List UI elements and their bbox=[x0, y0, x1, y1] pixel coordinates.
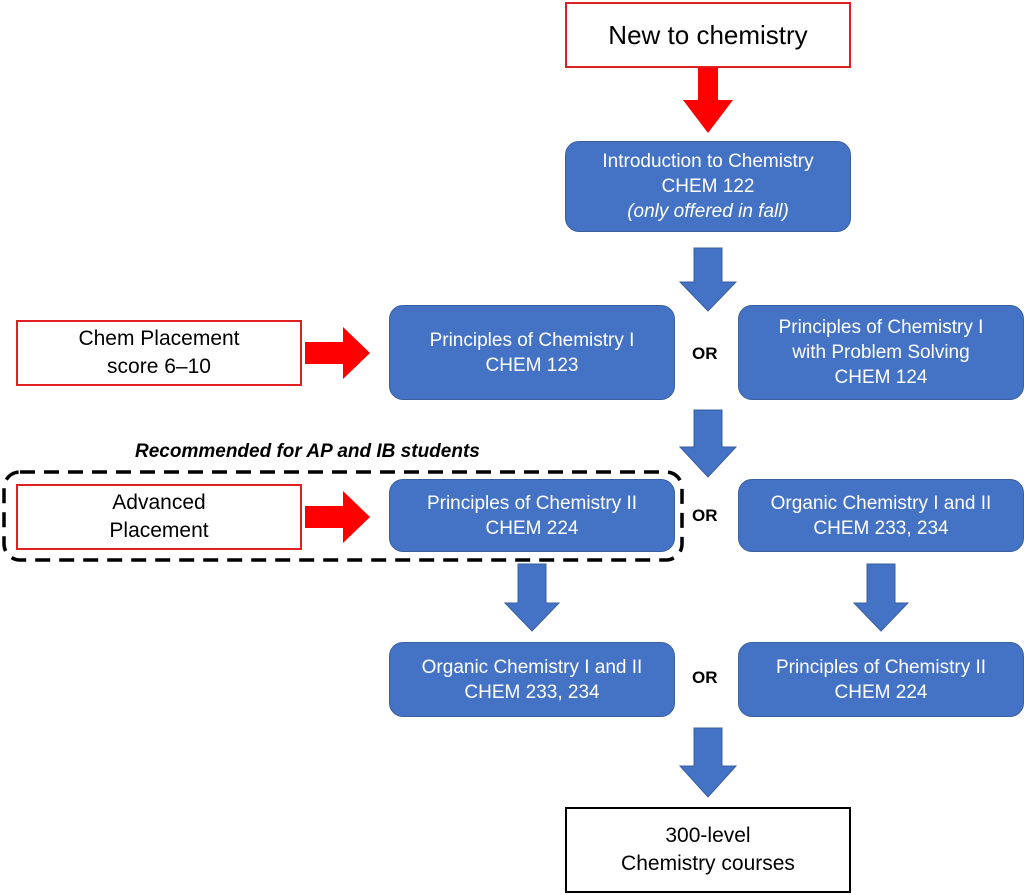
recommended-dashed-region bbox=[2, 470, 684, 562]
chem-placement-box: Chem Placement score 6–10 bbox=[16, 320, 302, 386]
principles-1-ps-box: Principles of Chemistry I with Problem S… bbox=[738, 305, 1024, 400]
organic-bottom-code: CHEM 233, 234 bbox=[464, 681, 600, 703]
blue-down-arrow-4 bbox=[852, 563, 910, 632]
advanced-line1: Advanced bbox=[112, 491, 206, 514]
red-right-arrow-1 bbox=[305, 327, 370, 379]
principles-1-ps-title: Principles of Chemistry I bbox=[778, 317, 984, 338]
intro-note: (only offered in fall) bbox=[627, 201, 789, 222]
final-line2: Chemistry courses bbox=[621, 852, 795, 875]
intro-code: CHEM 122 bbox=[661, 176, 755, 197]
recommended-banner: Recommended for AP and IB students bbox=[135, 441, 480, 462]
advanced-line2: Placement bbox=[109, 519, 209, 542]
intro-chemistry-box: Introduction to Chemistry CHEM 122 (only… bbox=[565, 141, 851, 232]
principles-1-ps-subtitle: with Problem Solving bbox=[792, 342, 970, 363]
final-line1: 300-level bbox=[665, 824, 751, 847]
blue-down-arrow-2 bbox=[678, 409, 738, 478]
blue-down-arrow-5 bbox=[678, 727, 738, 798]
placement-line2: score 6–10 bbox=[107, 355, 211, 378]
placement-line1: Chem Placement bbox=[78, 327, 240, 350]
or-label-3: OR bbox=[692, 668, 718, 687]
blue-down-arrow-1 bbox=[678, 247, 738, 312]
or-label-2: OR bbox=[692, 506, 718, 525]
start-box: New to chemistry bbox=[565, 2, 851, 68]
blue-down-arrow-3 bbox=[503, 563, 561, 632]
principles-2-code: CHEM 224 bbox=[485, 517, 579, 539]
organic-right-box: Organic Chemistry I and II CHEM 233, 234 bbox=[738, 479, 1024, 552]
organic-right-title: Organic Chemistry I and II bbox=[770, 492, 992, 514]
red-down-arrow bbox=[683, 68, 733, 133]
principles-2-bottom-box: Principles of Chemistry II CHEM 224 bbox=[738, 642, 1024, 717]
or-label-1: OR bbox=[692, 344, 718, 363]
red-right-arrow-2 bbox=[305, 491, 370, 543]
principles-1-box: Principles of Chemistry I CHEM 123 bbox=[389, 305, 675, 400]
principles-2-title: Principles of Chemistry II bbox=[426, 492, 638, 514]
principles-1-code: CHEM 123 bbox=[485, 354, 579, 376]
organic-bottom-title: Organic Chemistry I and II bbox=[421, 656, 643, 678]
principles-2-box: Principles of Chemistry II CHEM 224 bbox=[389, 479, 675, 552]
organic-bottom-box: Organic Chemistry I and II CHEM 233, 234 bbox=[389, 642, 675, 717]
organic-right-code: CHEM 233, 234 bbox=[813, 517, 949, 539]
advanced-placement-box: Advanced Placement bbox=[16, 484, 302, 550]
principles-2-bottom-code: CHEM 224 bbox=[834, 681, 928, 703]
final-courses-box: 300-level Chemistry courses bbox=[565, 807, 851, 893]
intro-title: Introduction to Chemistry bbox=[602, 151, 814, 172]
principles-1-title: Principles of Chemistry I bbox=[429, 329, 635, 351]
start-label: New to chemistry bbox=[608, 20, 808, 50]
principles-1-ps-code: CHEM 124 bbox=[834, 367, 928, 388]
principles-2-bottom-title: Principles of Chemistry II bbox=[775, 656, 987, 678]
